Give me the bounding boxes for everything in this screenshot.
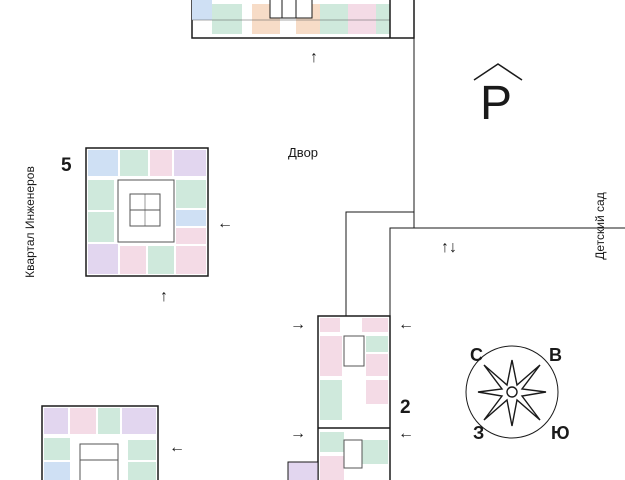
courtyard-label: Двор bbox=[288, 145, 319, 160]
building-bottom-left-plan bbox=[41, 405, 159, 480]
compass-east: В bbox=[549, 345, 562, 365]
building-5-plan bbox=[85, 147, 209, 277]
entrance-arrow-left-icon: ← bbox=[169, 439, 185, 456]
entrance-arrow-up-icon: ↑ bbox=[160, 288, 168, 305]
street-label: Квартал Инженеров bbox=[23, 166, 37, 278]
building-2-number[interactable]: 2 bbox=[400, 397, 411, 418]
compass-south: Ю bbox=[551, 423, 570, 443]
kindergarten-label: Детский сад bbox=[593, 192, 607, 260]
parking-label: P bbox=[480, 77, 513, 130]
building-5-number[interactable]: 5 bbox=[61, 155, 72, 176]
compass-star-icon bbox=[465, 345, 559, 439]
compass-west: З bbox=[473, 423, 485, 443]
entrance-arrow-left-icon: ← bbox=[217, 215, 233, 232]
road-outline-left bbox=[345, 40, 415, 316]
building-2-plan bbox=[287, 315, 391, 480]
entrance-arrow-updown-icon: ↑↓ bbox=[441, 239, 457, 256]
entrance-arrow-left-icon: ← bbox=[398, 316, 414, 333]
building-top bbox=[191, 0, 415, 39]
compass-north: С bbox=[470, 345, 483, 365]
entrance-arrow-left-icon: ← bbox=[398, 425, 414, 442]
entrance-arrow-up-icon: ↑ bbox=[310, 49, 318, 66]
entrance-arrow-right-icon: → bbox=[290, 425, 306, 442]
road-outline-right bbox=[389, 227, 414, 316]
entrance-arrow-right-icon: → bbox=[290, 316, 306, 333]
parking-roof-icon bbox=[473, 63, 523, 81]
